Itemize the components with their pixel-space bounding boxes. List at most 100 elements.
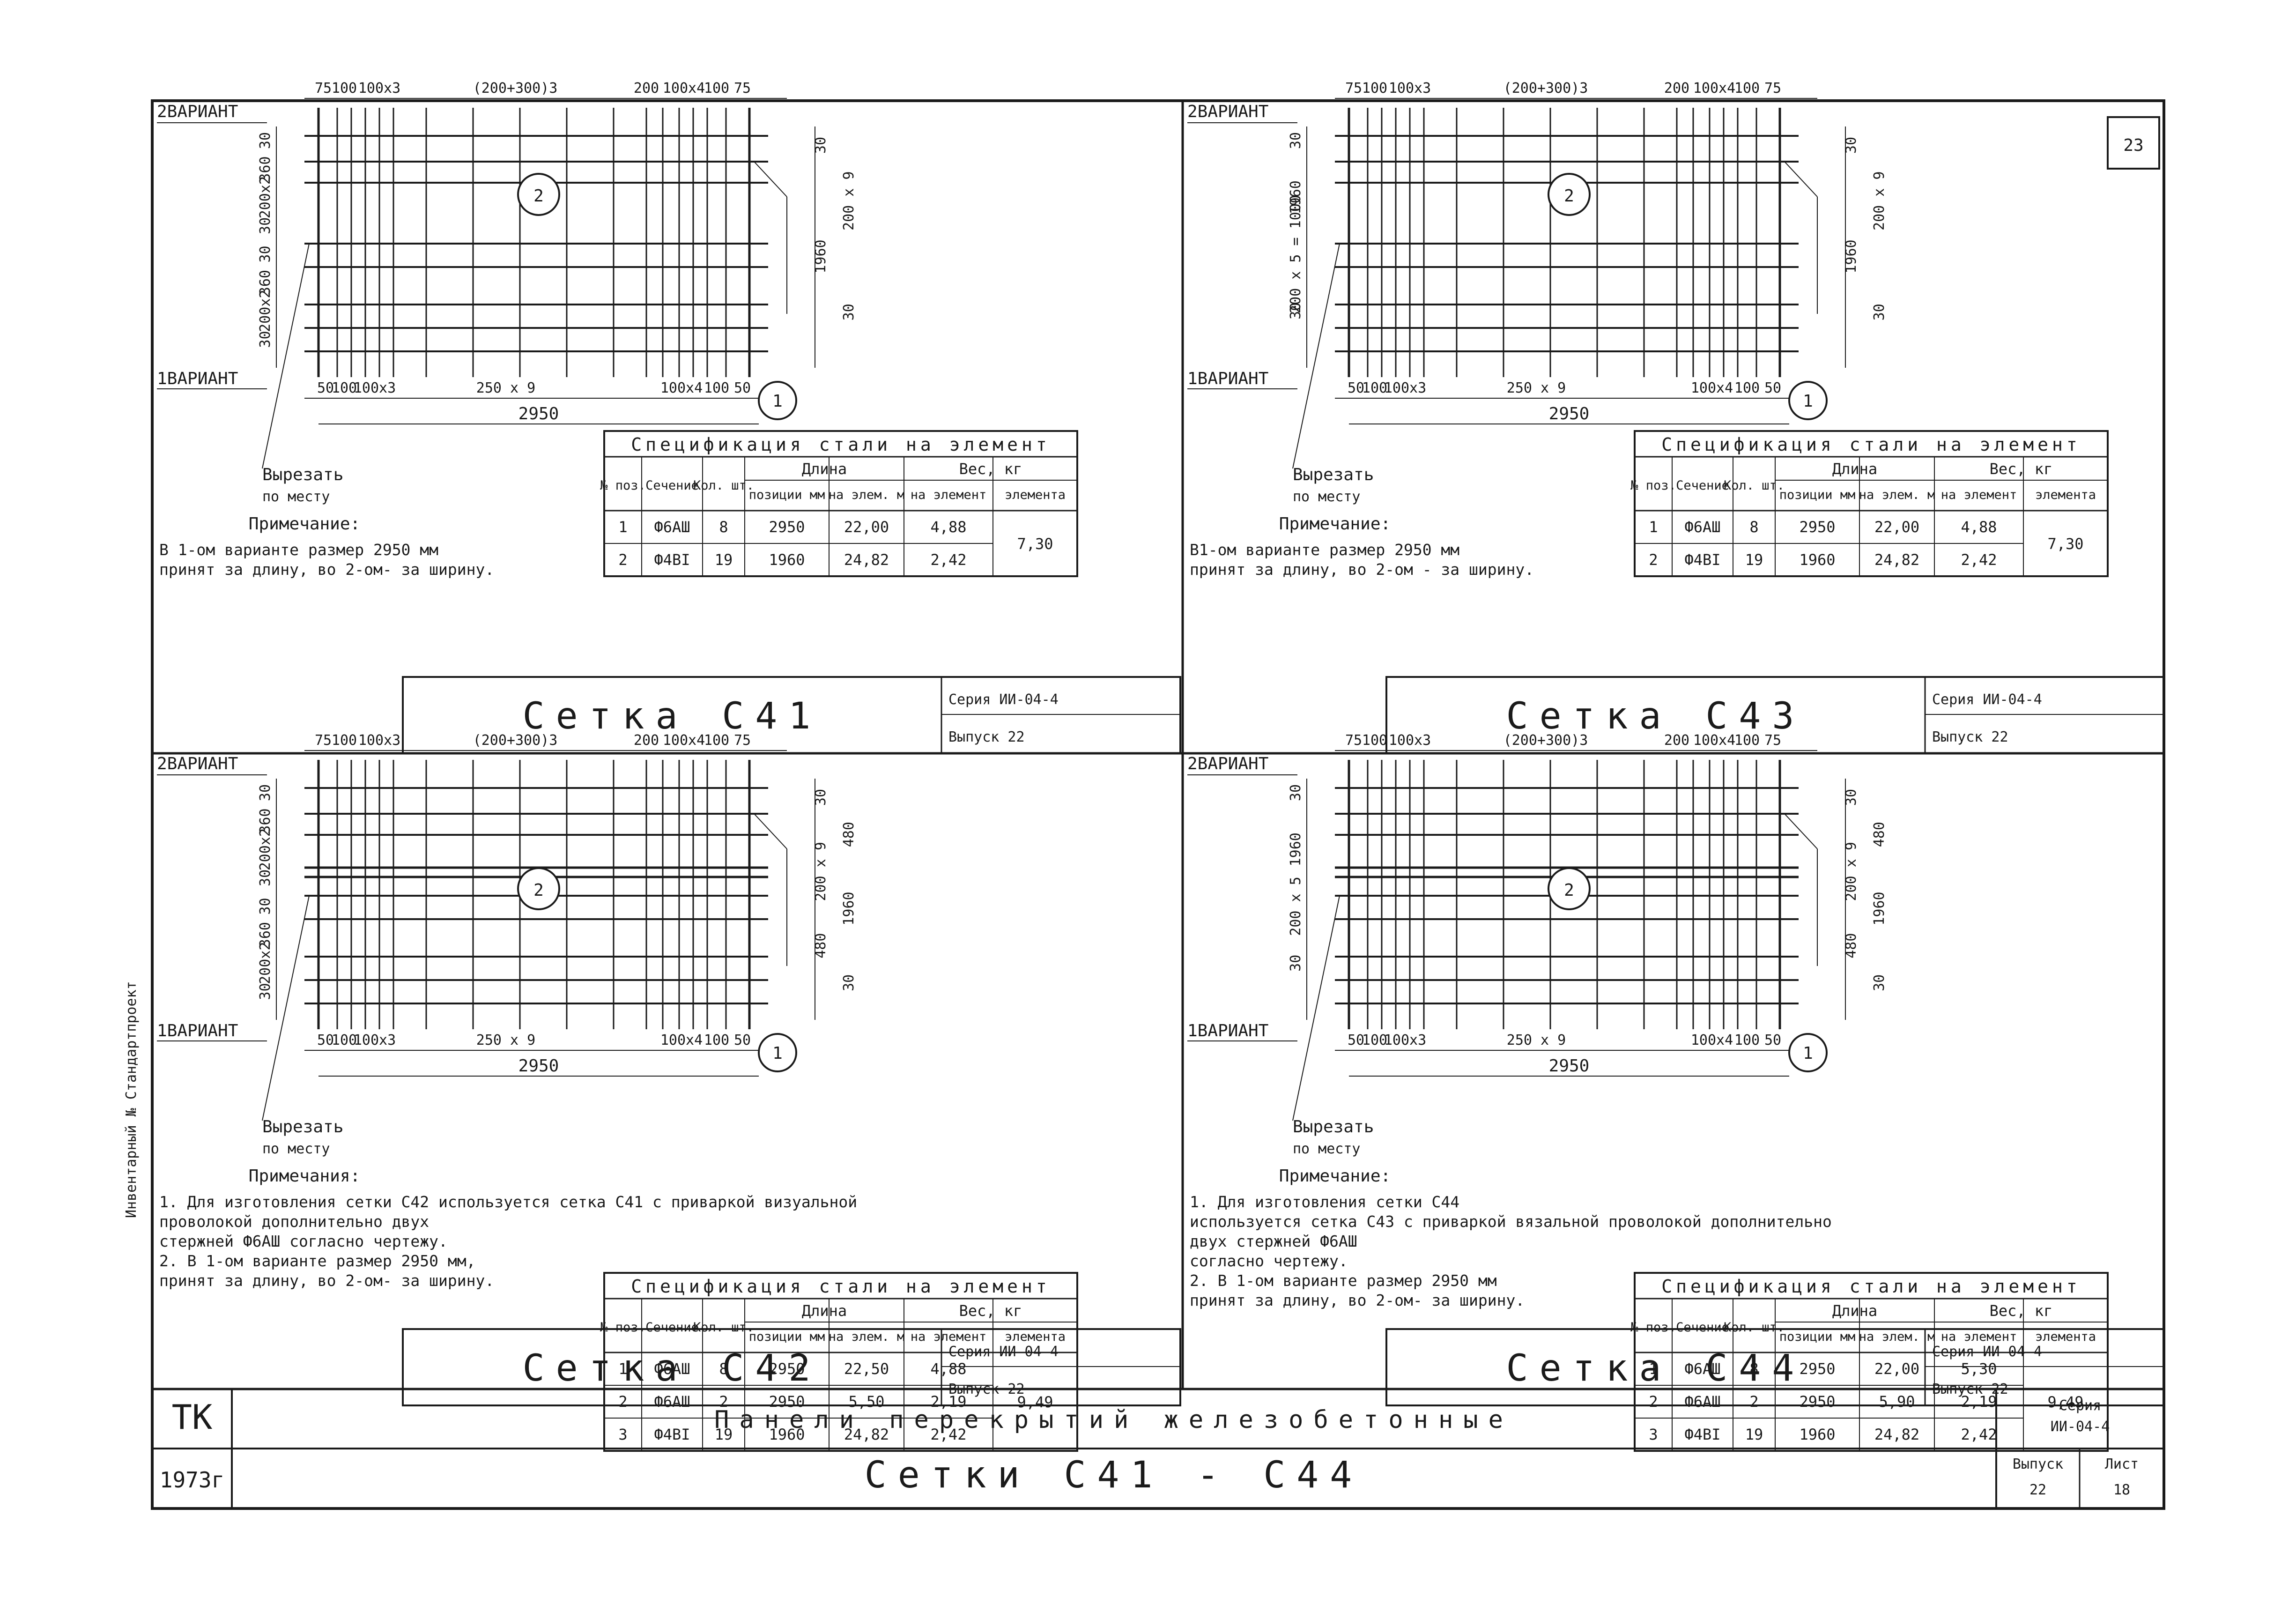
dimension-bottom: 100 <box>1734 1032 1760 1048</box>
spec-header-pos: № поз. <box>600 478 646 493</box>
spec-header-pos: № поз. <box>600 1320 646 1335</box>
note-line: 2. В 1-ом варианте размер 2950 мм, <box>159 1252 476 1270</box>
sheet-title: Сетка С44 <box>1506 1347 1806 1390</box>
spec-header-qty: Кол. шт. <box>693 1320 754 1335</box>
cut-label: Вырезать <box>262 465 343 484</box>
dimension-bottom: 100x3 <box>1384 1032 1426 1048</box>
spec-header-length-el: на элем. м <box>829 488 905 502</box>
note-line: используется сетка С43 с приваркой вязал… <box>1190 1212 1832 1231</box>
dimension-bottom: 50 <box>1764 380 1781 396</box>
position-number-1: 1 <box>772 392 783 411</box>
spec-cell-qty: 8 <box>1749 518 1758 536</box>
spec-cell-len_pos: 2950 <box>1799 518 1835 536</box>
spec-cell-section: Ф6АШ <box>654 1360 690 1378</box>
variant-2-label: 2ВАРИАНТ <box>157 102 238 121</box>
dimension-bottom: 100 <box>332 1032 357 1048</box>
dimension-total-length: 2950 <box>518 1056 559 1076</box>
spec-cell-len_el: 5,90 <box>1879 1393 1915 1411</box>
note-line: 2. В 1-ом варианте размер 2950 мм <box>1190 1271 1497 1290</box>
position-number-1: 1 <box>1803 1044 1813 1063</box>
dimension-bottom: 250 x 9 <box>1507 380 1566 396</box>
dimension-bottom: 100x4 <box>1691 380 1733 396</box>
spec-cell-section: Ф6АШ <box>654 1393 690 1411</box>
spec-cell-pos: 1 <box>1649 518 1658 536</box>
spec-cell-pos: 3 <box>618 1426 627 1443</box>
dimension-left: 30 <box>257 245 274 262</box>
dimension-right: 480 <box>1843 933 1859 959</box>
dimension-bottom: 50 <box>317 1032 334 1048</box>
dimension-left: 30 <box>257 983 274 1000</box>
sheet-title-box <box>1385 1328 2165 1406</box>
dimension-right: 1960 <box>1871 892 1888 925</box>
sheet-issue: Выпуск 22 <box>1932 729 2008 745</box>
spec-cell-len_el: 22,00 <box>844 518 889 536</box>
dimension-top: 75 <box>1764 732 1781 749</box>
cut-line <box>1784 161 1818 197</box>
dimension-top: 75 <box>1764 80 1781 97</box>
dimension-right: 200 x 9 <box>1843 842 1859 901</box>
spec-cell-len_pos: 1960 <box>1799 551 1835 569</box>
dimension-top: 100 <box>1362 80 1387 97</box>
position-marker-1 <box>758 381 797 420</box>
dimension-right: 30 <box>813 137 829 154</box>
dimension-left: 1960 <box>1288 180 1304 214</box>
title-block-year: 1973г <box>160 1467 224 1493</box>
spec-cell-w_el: 4,88 <box>930 1360 966 1378</box>
spec-cell-section: Ф6АШ <box>1684 1360 1720 1378</box>
cut-line <box>1784 813 1818 849</box>
dimension-top: 100 <box>1734 80 1760 97</box>
position-number-2: 2 <box>1564 881 1574 900</box>
sheet-issue: Выпуск 22 <box>948 729 1025 745</box>
dimension-right: 30 <box>841 974 857 991</box>
dimension-top: (200+300)3 <box>1504 732 1588 749</box>
note-line: принят за длину, во 2-ом- за ширину. <box>1190 1291 1525 1309</box>
note-title: Примечание: <box>249 514 360 534</box>
spec-cell-pos: 3 <box>1649 1426 1658 1443</box>
dimension-right: 480 <box>813 933 829 959</box>
position-number-2: 2 <box>533 881 544 900</box>
spec-cell-qty: 19 <box>1745 551 1763 569</box>
spec-cell-len_pos: 2950 <box>769 1360 805 1378</box>
dimension-bottom: 100x3 <box>354 1032 396 1048</box>
spec-cell-pos: 2 <box>618 551 627 569</box>
dimension-bottom: 100 <box>704 380 729 396</box>
leader-line <box>262 243 310 469</box>
spec-cell-section: Ф6АШ <box>1684 1393 1720 1411</box>
dimension-bottom: 250 x 9 <box>1507 1032 1566 1048</box>
spec-table-title: Спецификация стали на элемент <box>1661 1276 2081 1297</box>
spec-header-weight-el: на элемент <box>911 1330 987 1344</box>
spec-cell-len_pos: 2950 <box>1799 1360 1835 1378</box>
spec-table-title: Спецификация стали на элемент <box>631 434 1050 455</box>
spec-table <box>1634 1272 2109 1452</box>
position-marker-2 <box>517 867 560 910</box>
spec-cell-pos: 2 <box>1649 1393 1658 1411</box>
spec-cell-qty: 2 <box>1749 1393 1758 1411</box>
sheet-title-box <box>402 676 1181 754</box>
position-number-1: 1 <box>1803 392 1813 411</box>
spec-cell-len_el: 24,82 <box>1874 1426 1919 1443</box>
spec-cell-len_pos: 1960 <box>1799 1426 1835 1443</box>
note-title: Примечание: <box>1279 1167 1391 1186</box>
spec-cell-w_el: 2,42 <box>1961 551 1997 569</box>
position-number-2: 2 <box>1564 186 1574 206</box>
dimension-top: 100x3 <box>358 80 400 97</box>
sheet-frame <box>151 99 2165 1510</box>
cut-label-2: по месту <box>1293 489 1361 505</box>
dimension-top: 200 <box>634 80 659 97</box>
dimension-bottom: 50 <box>1348 380 1364 396</box>
spec-table <box>603 430 1078 577</box>
cut-label: Вырезать <box>1293 1117 1374 1137</box>
dimension-top: 200 <box>1664 732 1689 749</box>
variant-2-label: 2ВАРИАНТ <box>1187 102 1268 121</box>
cut-label-2: по месту <box>262 489 330 505</box>
dimension-left: 200x2 <box>257 942 274 984</box>
dimension-right: 30 <box>1843 137 1859 154</box>
dimension-left: 30 <box>1288 955 1304 972</box>
spec-header-length: Длина <box>802 1302 847 1320</box>
dimension-top: 100 <box>704 80 729 97</box>
spec-header-pos: № поз. <box>1630 1320 1676 1335</box>
dimension-right: 1960 <box>1843 239 1859 273</box>
dimension-top: 100x3 <box>358 732 400 749</box>
